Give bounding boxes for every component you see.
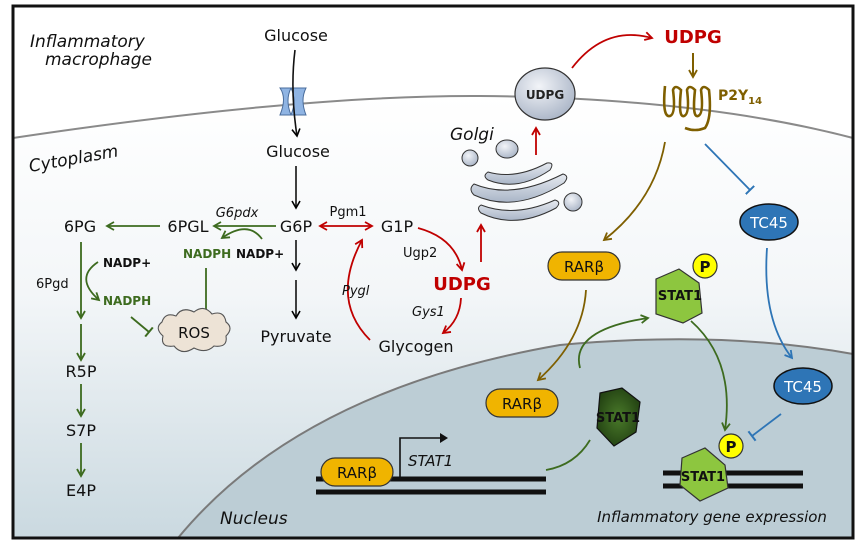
stat1-unphosphorylated [596, 387, 641, 447]
receptor-to-rarb-arrow [602, 141, 666, 242]
cell-label-line1: Inflammatory [30, 32, 146, 52]
golgi-label: Golgi [450, 125, 494, 145]
gys1-enzyme: Gys1 [412, 305, 445, 320]
glucose-import-arrow [291, 49, 301, 138]
rarb-cytoplasmic [547, 251, 621, 281]
phospho-dna-label: P [726, 438, 737, 456]
gys1-arrow [441, 297, 462, 335]
glucose-intracellular: Glucose [266, 142, 330, 161]
p2y14-label: P2Y14 [718, 88, 762, 107]
rarb-translocation-arrow [536, 289, 587, 382]
pstat1-to-dna-arrow [690, 320, 731, 432]
pgm1-enzyme: Pgm1 [329, 205, 366, 220]
nucleus-label: Nucleus [220, 509, 288, 529]
tc45-cytoplasmic [739, 203, 799, 241]
golgi-icon [461, 139, 583, 221]
udpg-release-arrow [571, 31, 654, 69]
stat1-phosphorylated-label: STAT1 [658, 289, 702, 304]
e4p-label: E4P [66, 481, 96, 500]
ros-label: ROS [178, 324, 210, 342]
udpg-vesicle-label: UDPG [526, 88, 564, 102]
stat1-unphosphorylated-label: STAT1 [596, 411, 640, 426]
inflammatory-gene-expression-label: Inflammatory gene expression [597, 508, 827, 526]
figure-border [11, 4, 855, 540]
stat1-expression-arrow [545, 439, 591, 471]
ugp2-arrow [417, 227, 466, 272]
ugp2-enzyme: Ugp2 [403, 246, 437, 261]
transcription-start-arrow [399, 437, 443, 477]
udpg-cytosolic: UDPG [433, 274, 491, 295]
nadph-2: NADPH [103, 294, 151, 308]
6pgd-cofactor-arrow [85, 261, 101, 302]
g1p-label: G1P [381, 217, 414, 236]
pyruvate-label: Pyruvate [260, 327, 331, 346]
rarb-promoter-bound [320, 457, 394, 487]
g6p-label: G6P [280, 217, 313, 236]
rarb-nuclear-label: RARβ [502, 395, 542, 413]
nadp-1: NADP+ [236, 247, 284, 261]
g6pdx-enzyme: G6pdx [216, 206, 259, 221]
tc45-translocation-arrow [765, 247, 794, 360]
6pgl-label: 6PGL [167, 217, 208, 236]
nuclear-envelope [177, 338, 854, 539]
stat1-dna-bound [679, 447, 729, 502]
rarb-promoter-label: RARβ [337, 464, 377, 482]
receptor-inhibits-tc45 [704, 143, 755, 195]
pygl-enzyme: Pygl [342, 284, 370, 299]
glycogen-label: Glycogen [378, 337, 453, 356]
nadph-1: NADPH [183, 247, 231, 261]
rarb-nuclear [485, 388, 559, 418]
cell-label-line2: macrophage [45, 50, 152, 70]
phospho-group-dna [718, 433, 744, 459]
plasma-membrane [12, 94, 854, 139]
6pgd-enzyme: 6Pgd [36, 277, 69, 292]
tc45-nuclear-label: TC45 [783, 378, 822, 396]
p2y14-receptor-icon [662, 85, 712, 132]
6pg-label: 6PG [64, 217, 96, 236]
transcription-arrowhead-icon [440, 433, 448, 443]
tc45-nuclear [773, 367, 833, 405]
rarb-cytoplasmic-label: RARβ [564, 258, 604, 276]
udpg-extracellular: UDPG [664, 27, 722, 48]
stat1-phosphorylation-arrow [578, 314, 650, 369]
ros-cloud-icon [157, 307, 231, 353]
r5p-label: R5P [66, 362, 97, 381]
udpg-vesicle [514, 67, 576, 121]
glucose-extracellular: Glucose [264, 26, 328, 45]
pygl-arrow [346, 238, 371, 341]
tc45-cytoplasmic-label: TC45 [749, 214, 788, 232]
stat1-dna-bound-label: STAT1 [681, 470, 725, 485]
stat1-gene-label: STAT1 [408, 452, 453, 470]
tc45-dephosphorylates-stat1 [747, 413, 782, 442]
s7p-label: S7P [66, 421, 96, 440]
nadph-inhibits-ros-2 [130, 316, 154, 338]
g6pdx-cofactor-arrow [220, 228, 263, 240]
stat1-phosphorylated [655, 268, 703, 324]
phospho-label: P [700, 258, 711, 276]
nadp-2: NADP+ [103, 256, 151, 270]
phospho-group [692, 253, 718, 279]
